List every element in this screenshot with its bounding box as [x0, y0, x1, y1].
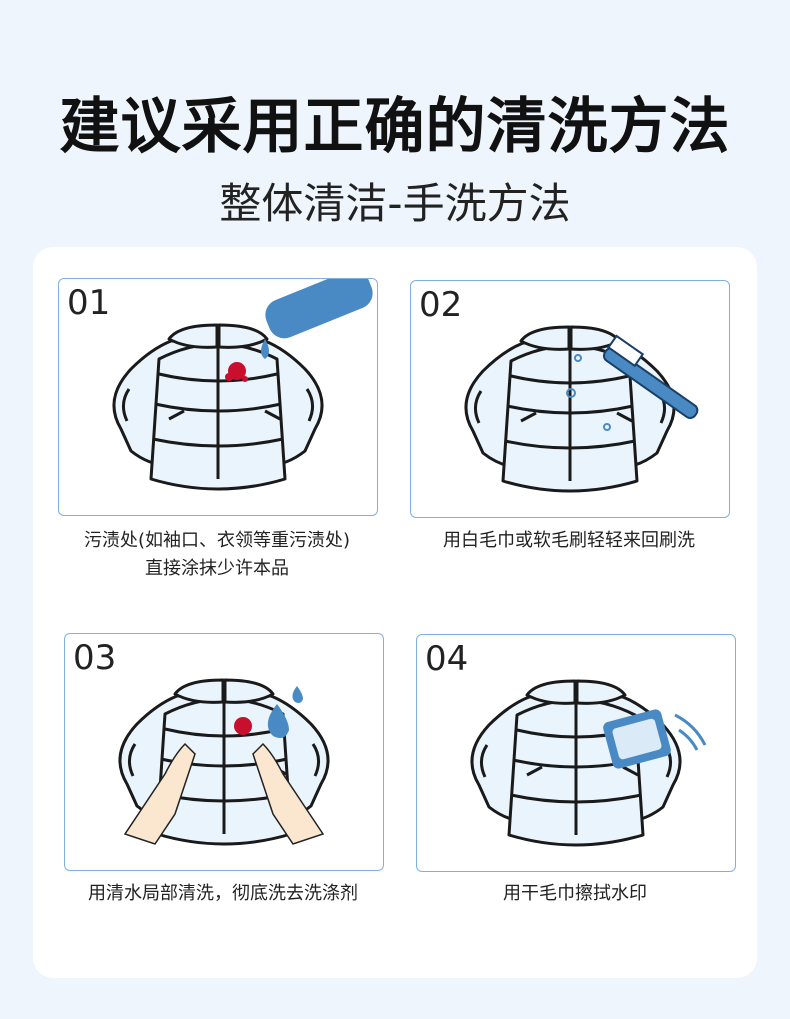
stain-icon	[225, 362, 248, 382]
brush-icon	[602, 334, 699, 419]
jacket-icon	[464, 325, 676, 493]
jacket-towel-illustration	[470, 679, 707, 847]
step-caption-02: 用白毛巾或软毛刷轻轻来回刷洗	[389, 527, 749, 555]
caption-line: 用白毛巾或软毛刷轻轻来回刷洗	[443, 530, 695, 551]
step-caption-03: 用清水局部清洗，彻底洗去洗涤剂	[43, 880, 403, 908]
step-number: 03	[73, 638, 117, 678]
motion-lines-icon	[674, 713, 707, 751]
towel-icon	[603, 709, 671, 769]
step-number: 04	[425, 639, 469, 679]
stain-icon	[234, 717, 252, 735]
step-panel-03: 03	[64, 633, 384, 871]
jacket-stain-illustration	[112, 279, 373, 491]
step-number: 02	[419, 285, 463, 325]
detergent-bottle-icon	[261, 279, 373, 359]
caption-line: 用清水局部清洗，彻底洗去洗涤剂	[88, 883, 358, 904]
caption-line: 用干毛巾擦拭水印	[503, 883, 647, 904]
step-panel-02: 02	[410, 280, 730, 518]
step-panel-01: 01	[58, 278, 378, 516]
step-caption-04: 用干毛巾擦拭水印	[395, 880, 755, 908]
bubbles-icon	[566, 354, 611, 431]
jacket-icon	[112, 323, 324, 491]
step-caption-01: 污渍处(如袖口、衣领等重污渍处) 直接涂抹少许本品	[37, 527, 397, 583]
steps-card: 01 污渍处(如袖口、衣领等重污渍处) 直接涂抹少许本品 02 用白毛巾或软毛刷…	[33, 247, 757, 978]
jacket-icon	[470, 679, 682, 847]
water-drop-icon	[267, 686, 303, 738]
step-panel-04: 04	[416, 634, 736, 872]
jacket-brush-illustration	[464, 325, 699, 493]
caption-line: 直接涂抹少许本品	[145, 558, 289, 579]
step-number: 01	[67, 283, 111, 323]
page-subtitle: 整体清洁-手洗方法	[219, 179, 571, 228]
hands-icon	[123, 742, 325, 845]
page-title: 建议采用正确的清洗方法	[59, 92, 731, 162]
jacket-rinse-illustration	[118, 678, 330, 846]
caption-line: 污渍处(如袖口、衣领等重污渍处)	[83, 530, 351, 551]
